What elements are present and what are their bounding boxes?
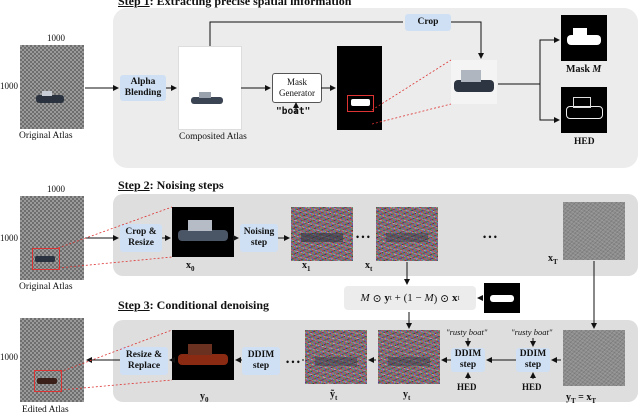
edited-atlas [20,318,84,402]
y0-label: y0 [200,391,209,404]
composited-atlas-image [178,46,242,130]
yt-image [378,330,440,384]
original-atlas-1-label: Original Atlas [19,131,73,141]
mask-m-label: Mask M [566,64,602,75]
original-atlas-2 [20,196,84,280]
prompt-text: "boat" [276,106,311,117]
xT-image [563,202,625,260]
atlas3-height-label: 1000 [0,352,18,362]
atlas1-width-label: 1000 [47,33,65,43]
y0-image [172,330,234,380]
original-atlas-1 [20,45,84,129]
alpha-blending-button[interactable]: Alpha Blending [120,75,166,101]
composited-atlas-label: Composited Atlas [179,132,247,142]
atlas2-height-label: 1000 [0,233,18,243]
rusty-boat-text-1: "rusty boat" [446,327,488,337]
ddim-step-button-1[interactable]: DDIM step [242,347,280,375]
xt-label: xt [365,260,373,273]
dots-3: • • • [286,357,300,367]
dots-2: • • • [483,232,497,242]
step3-title: Step 3: Conditional denoising [118,298,270,312]
step2-title: Step 2: Noising steps [118,178,224,192]
edited-atlas-label: Edited Atlas [22,405,69,415]
yt-label: yt [403,389,411,402]
xt-image [376,207,438,261]
dots-1: • • • [356,232,370,242]
hed-image [561,87,607,133]
yT-image [563,330,625,386]
mask-generator-box[interactable]: Mask Generator [272,73,322,103]
x0-image [172,207,234,257]
step1-title: Step 1: Extracting precise spatial infor… [118,0,352,8]
formula-mask-image [484,283,520,313]
cropped-boat-image [451,60,497,104]
hed-label-2: HED [457,382,477,392]
atlas2-width-label: 1000 [47,184,65,194]
ytilde-image [305,330,367,384]
crop-resize-button[interactable]: Crop & Resize [120,224,162,252]
noising-step-button-1[interactable]: Noising step [240,224,278,252]
mask-m-image [561,15,607,61]
x0-label: x0 [186,260,195,273]
rusty-boat-text-2: "rusty boat" [511,327,553,337]
mask-image [337,46,382,130]
ddim-step-button-3[interactable]: DDIM step [516,348,550,372]
x1-label: x1 [302,260,311,273]
atlas1-height-label: 1000 [0,81,18,91]
original-atlas-2-label: Original Atlas [19,282,73,292]
crop-button[interactable]: Crop [405,14,451,31]
yT-label: yT = xT [566,392,597,405]
x1-image [291,207,353,261]
hed-label-1: HED [574,137,595,147]
ddim-step-button-2[interactable]: DDIM step [451,348,485,372]
xT-label: xT [548,253,558,266]
ytilde-label: ỹt [330,389,338,402]
hed-label-3: HED [522,382,542,392]
resize-replace-button[interactable]: Resize & Replace [120,347,168,375]
